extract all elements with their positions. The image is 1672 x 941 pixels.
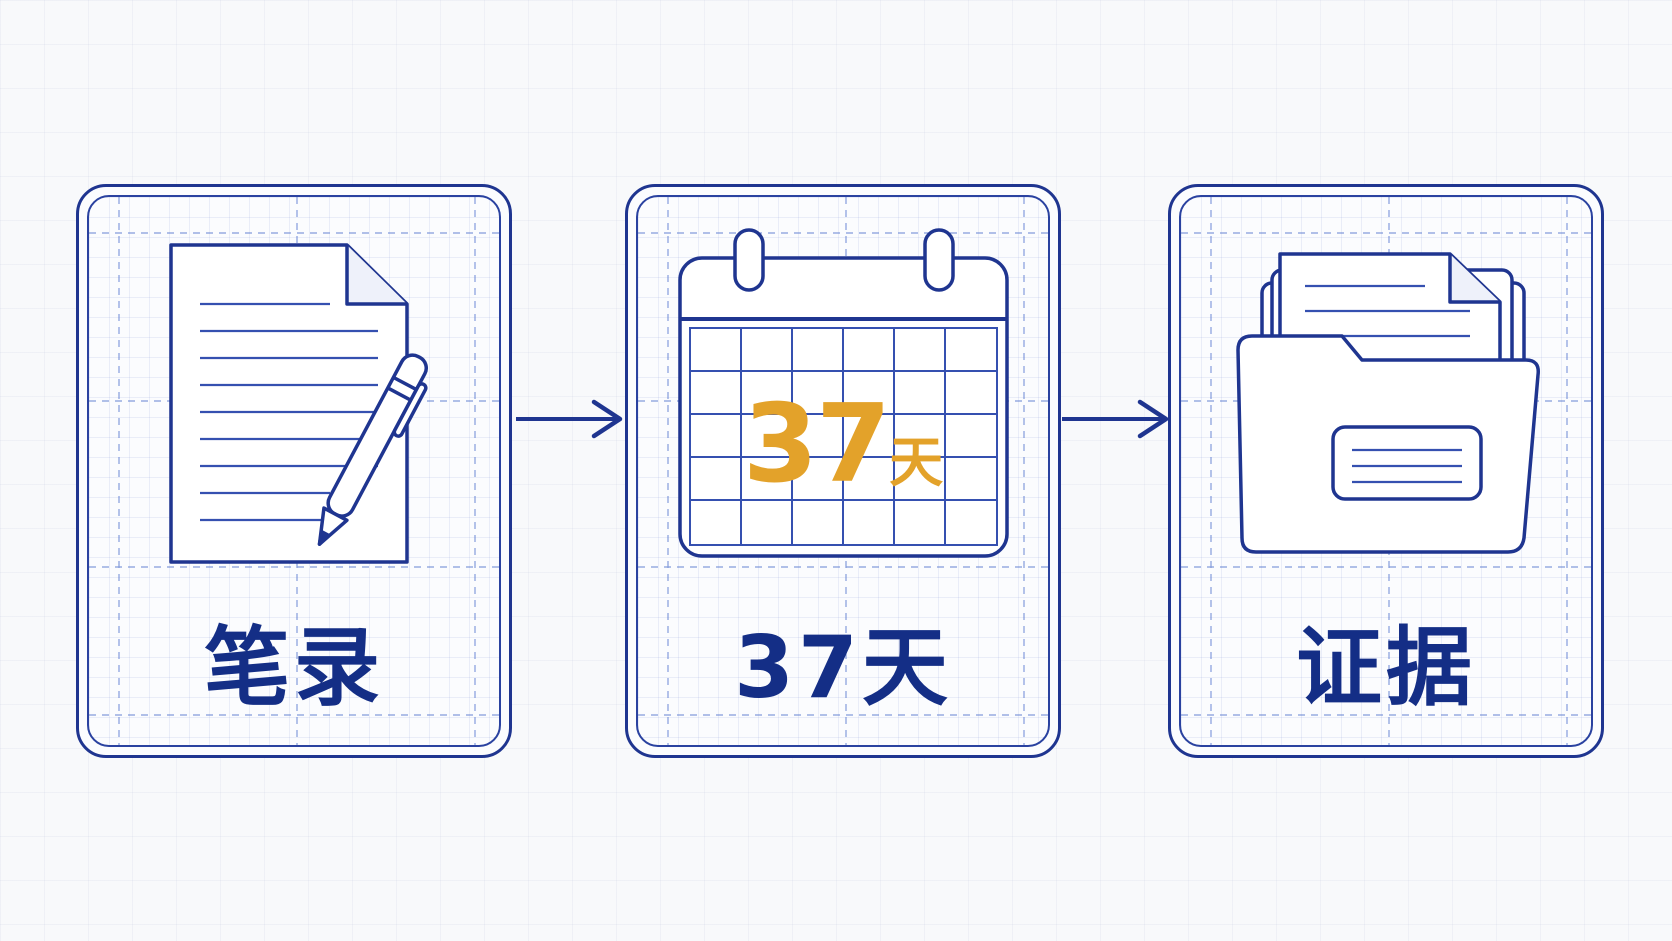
step-label-days: 37天 — [734, 618, 952, 718]
calendar-number: 37 — [742, 382, 891, 507]
step-label-notes: 笔录 — [204, 618, 384, 718]
arrow-right-icon — [1062, 399, 1169, 439]
calendar-unit: 天 — [889, 431, 944, 494]
step-label-evidence: 证据 — [1296, 618, 1476, 718]
arrow-right-icon — [516, 399, 623, 439]
calendar-day-count: 37天 — [625, 390, 1061, 531]
